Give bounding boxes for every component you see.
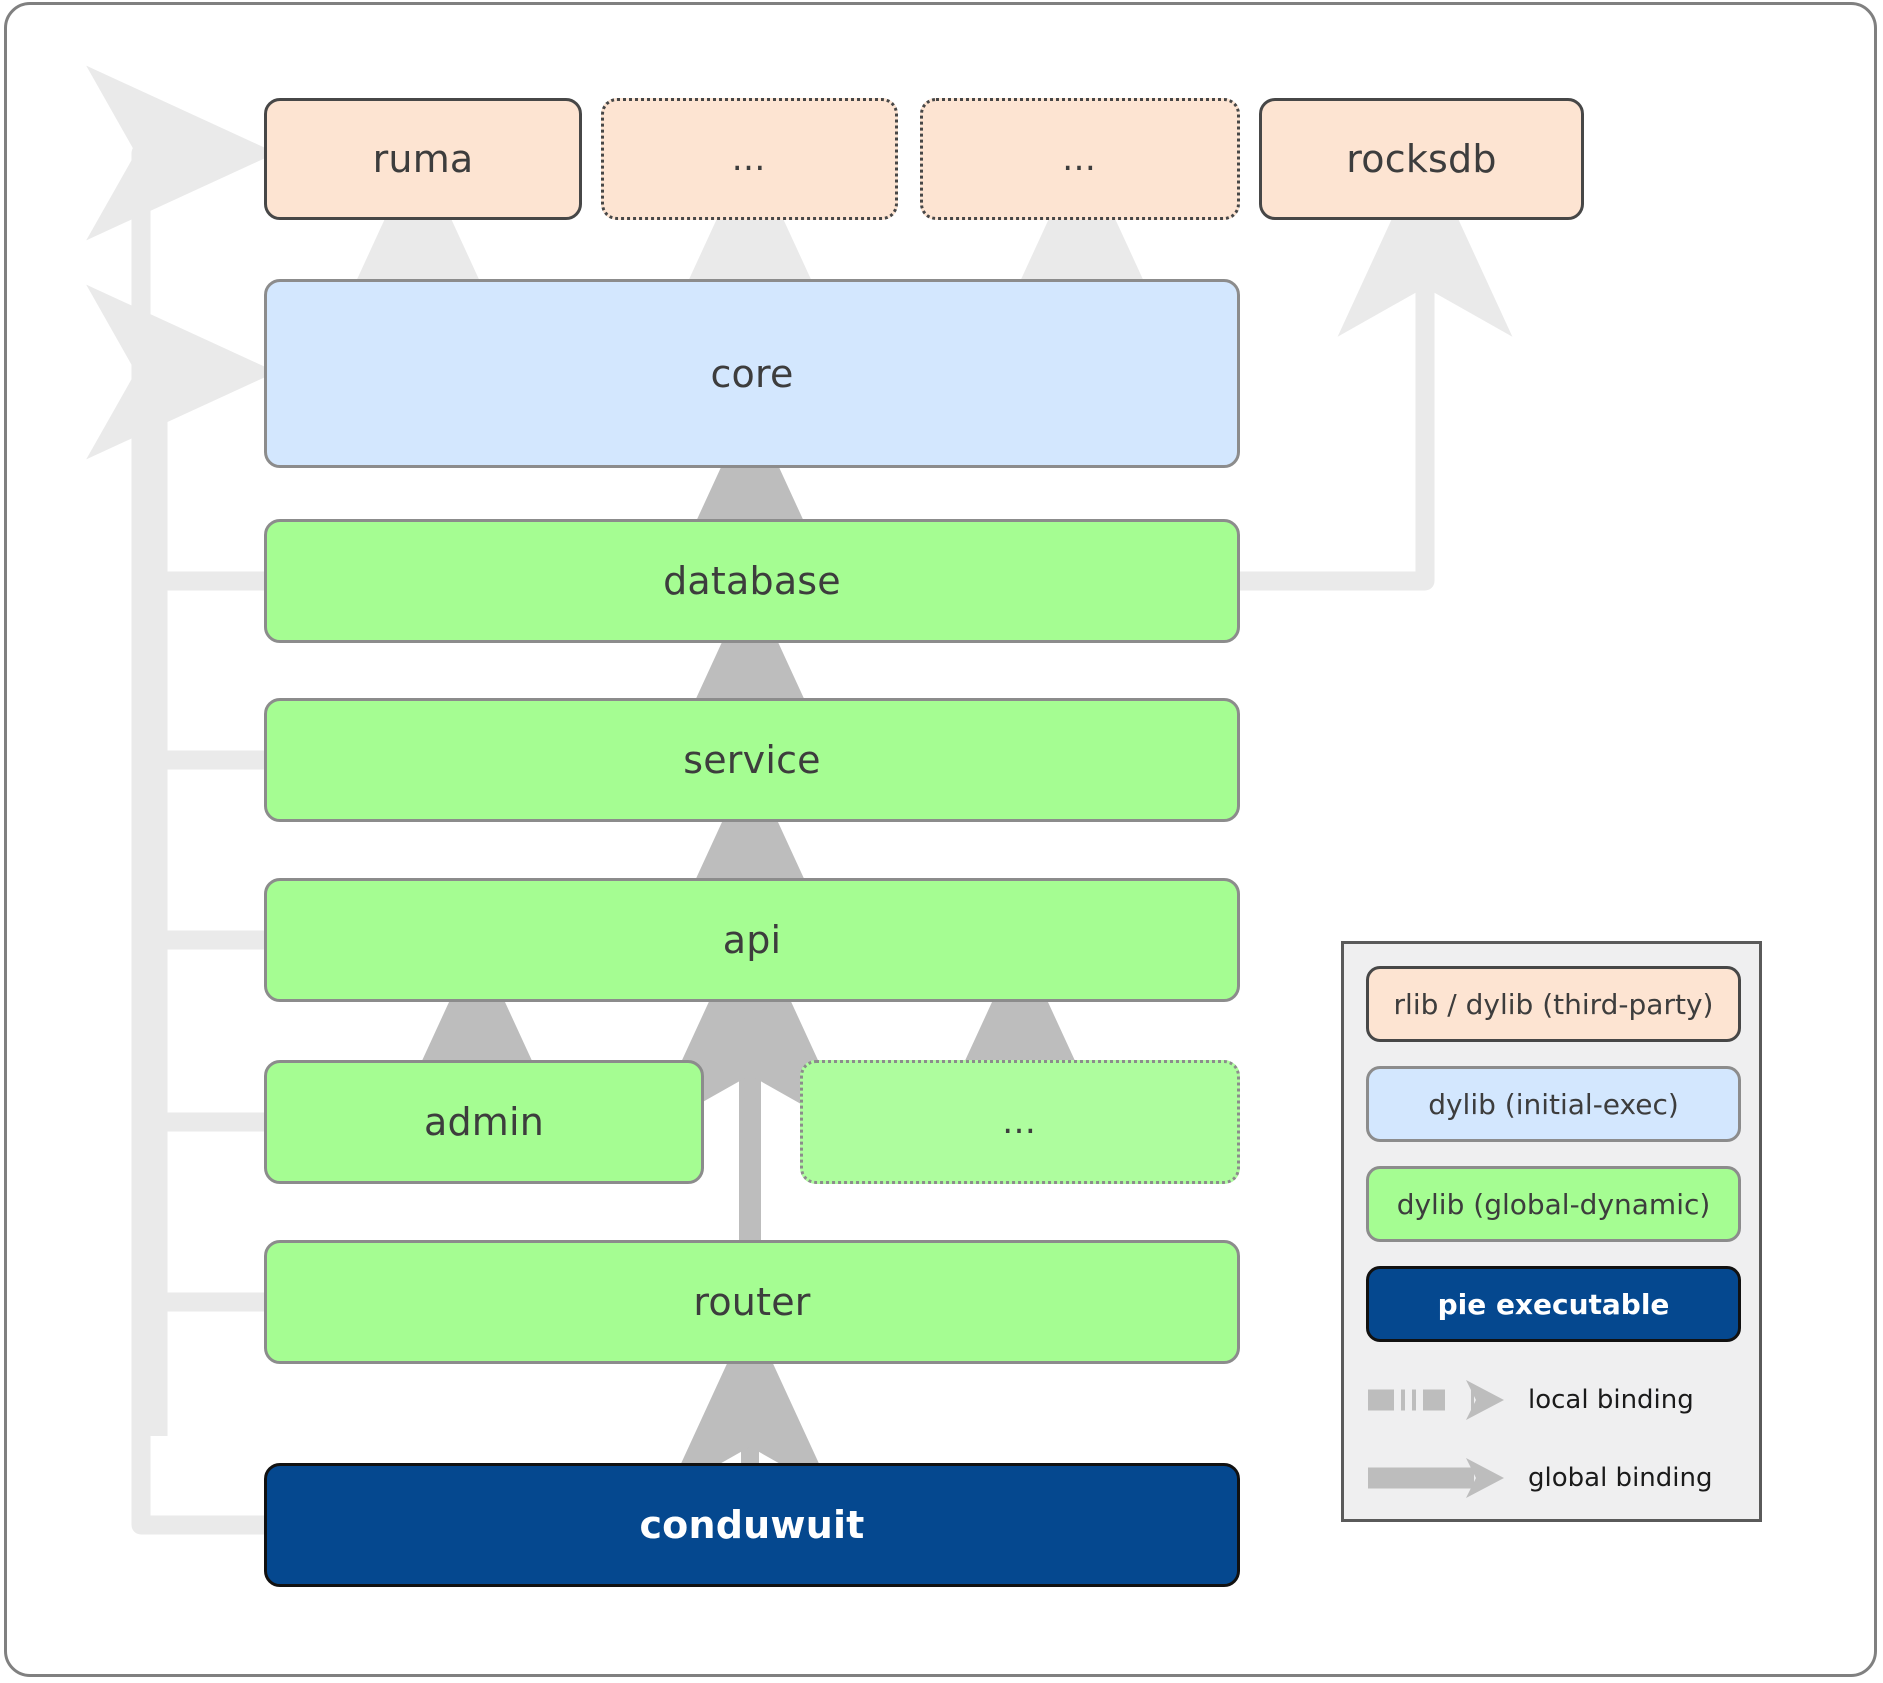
node-router-label: router xyxy=(693,1280,811,1324)
legend-label-pie-executable: pie executable xyxy=(1437,1287,1670,1321)
legend-label-local-binding: local binding xyxy=(1528,1385,1694,1415)
legend-row-global-binding: global binding xyxy=(1366,1452,1746,1504)
node-api-ellipsis-label: … xyxy=(1002,1101,1038,1142)
legend-label-dylib-initial-exec: dylib (initial-exec) xyxy=(1428,1087,1679,1121)
node-service-label: service xyxy=(683,738,821,782)
node-database-label: database xyxy=(663,559,841,603)
node-api[interactable]: api xyxy=(264,878,1240,1002)
node-api-label: api xyxy=(722,918,782,962)
legend-swatch-rlib-dylib-third-party: rlib / dylib (third-party) xyxy=(1366,966,1741,1042)
node-third-party-ellipsis-2-label: … xyxy=(1062,138,1098,179)
node-ruma[interactable]: ruma xyxy=(264,98,582,220)
legend-panel: rlib / dylib (third-party) dylib (initia… xyxy=(1341,941,1762,1522)
node-third-party-ellipsis-1[interactable]: … xyxy=(601,98,898,220)
node-ruma-label: ruma xyxy=(372,137,474,181)
node-admin-label: admin xyxy=(423,1100,545,1144)
local-binding-arrow-icon xyxy=(1368,1380,1504,1420)
node-third-party-ellipsis-2[interactable]: … xyxy=(920,98,1240,220)
legend-label-global-binding: global binding xyxy=(1528,1463,1713,1493)
legend-label-dylib-global-dynamic: dylib (global-dynamic) xyxy=(1396,1187,1711,1221)
legend-row-local-binding: local binding xyxy=(1366,1374,1746,1426)
node-router[interactable]: router xyxy=(264,1240,1240,1364)
node-api-ellipsis[interactable]: … xyxy=(800,1060,1240,1184)
node-rocksdb-label: rocksdb xyxy=(1346,137,1497,181)
node-database[interactable]: database xyxy=(264,519,1240,643)
node-admin[interactable]: admin xyxy=(264,1060,704,1184)
global-binding-arrow-icon xyxy=(1368,1458,1504,1498)
legend-swatch-pie-executable: pie executable xyxy=(1366,1266,1741,1342)
node-service[interactable]: service xyxy=(264,698,1240,822)
node-core-label: core xyxy=(710,351,794,396)
node-conduwuit-label: conduwuit xyxy=(639,1503,865,1547)
legend-swatch-dylib-initial-exec: dylib (initial-exec) xyxy=(1366,1066,1741,1142)
node-conduwuit[interactable]: conduwuit xyxy=(264,1463,1240,1587)
legend-label-rlib-dylib-third-party: rlib / dylib (third-party) xyxy=(1393,987,1714,1021)
legend-swatch-dylib-global-dynamic: dylib (global-dynamic) xyxy=(1366,1166,1741,1242)
node-third-party-ellipsis-1-label: … xyxy=(731,138,768,179)
node-core[interactable]: core xyxy=(264,279,1240,468)
node-rocksdb[interactable]: rocksdb xyxy=(1259,98,1584,220)
